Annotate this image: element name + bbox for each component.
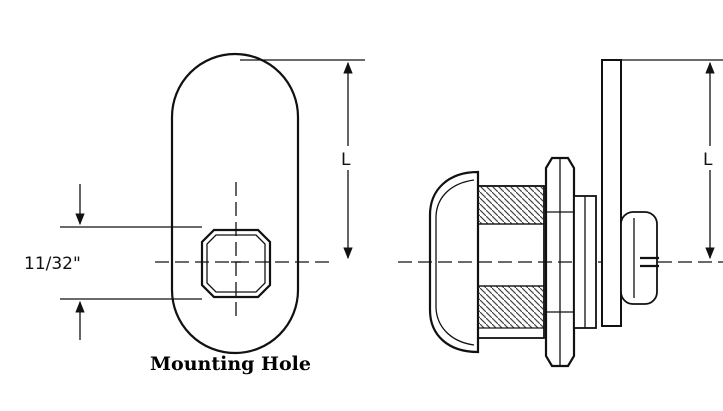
cam-outline bbox=[170, 52, 300, 355]
lock-head bbox=[428, 170, 480, 354]
left-length-label: L bbox=[341, 150, 351, 170]
cam-front-view bbox=[155, 52, 335, 355]
caption: Mounting Hole bbox=[150, 353, 311, 375]
mounting-hole-double-d bbox=[200, 228, 272, 299]
hole-dimension-label: 11/32" bbox=[24, 254, 81, 274]
mounting-hole-inner bbox=[206, 234, 266, 293]
hex-nut bbox=[544, 156, 576, 368]
cam-plate bbox=[601, 59, 622, 327]
right-length-label: L bbox=[703, 150, 713, 170]
lock-side-view bbox=[428, 59, 659, 368]
hole-dimension bbox=[60, 184, 202, 340]
